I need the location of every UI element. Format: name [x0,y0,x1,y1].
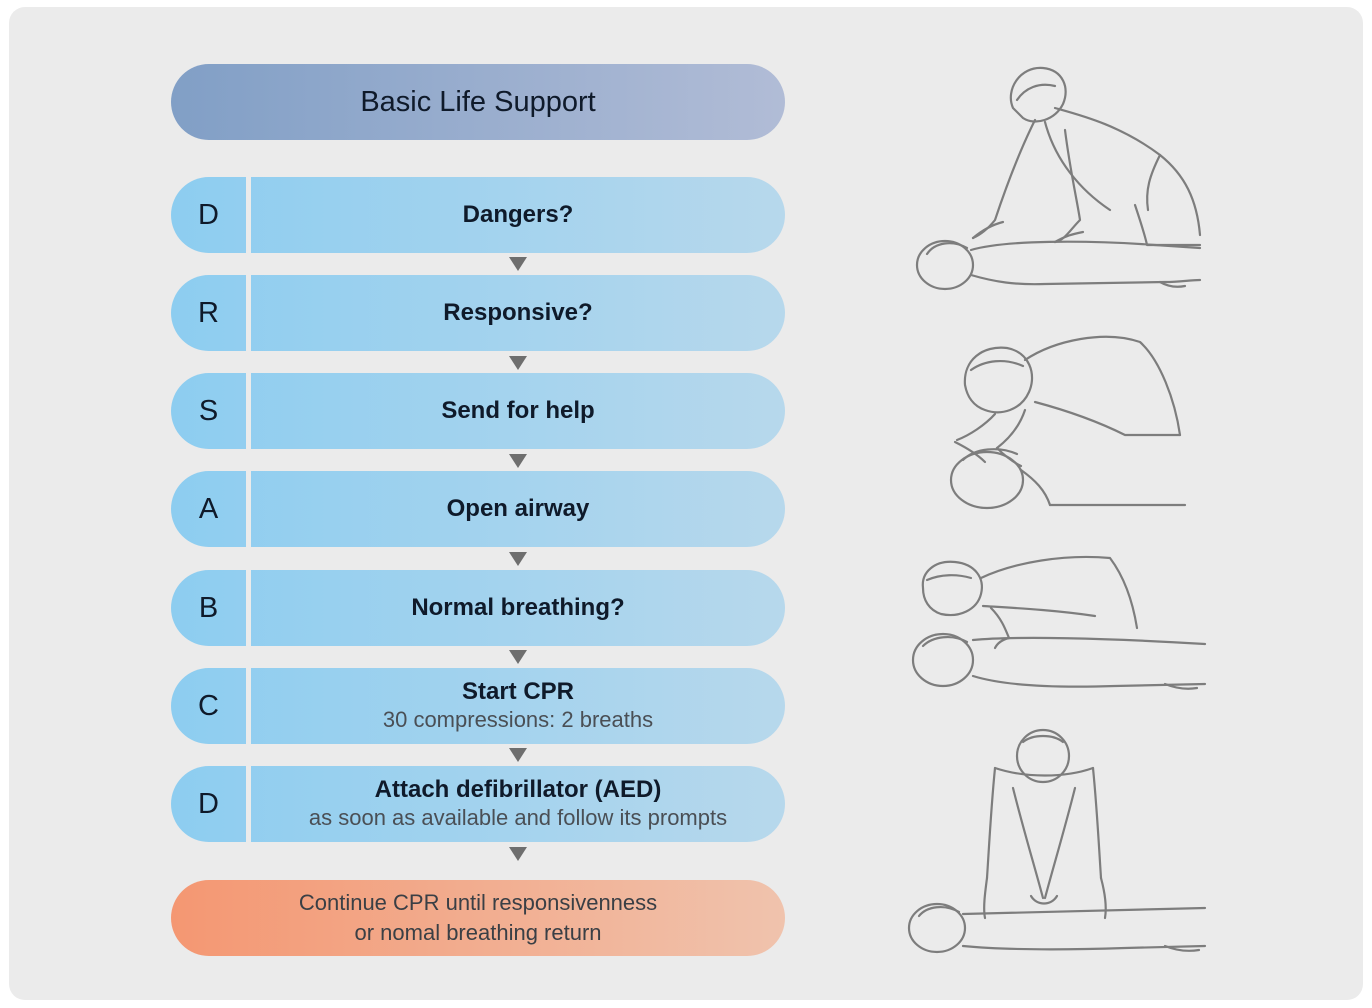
step-content: Start CPR 30 compressions: 2 breaths [251,668,785,744]
step-content: Responsive? [251,275,785,351]
step-letter: B [171,570,246,646]
step-label: Start CPR [462,678,574,706]
continue-line-2: or nomal breathing return [354,918,601,948]
opening-airway-icon [925,330,1195,515]
step-letter: S [171,373,246,449]
checking-danger-icon [905,60,1205,300]
step-letter: A [171,471,246,547]
step-open-airway: A Open airway [171,471,785,547]
arrow-down-icon [509,847,527,861]
arrow-down-icon [509,650,527,664]
step-label: Dangers? [463,201,574,229]
step-content: Dangers? [251,177,785,253]
step-letter: D [171,766,246,842]
step-content: Attach defibrillator (AED) as soon as av… [251,766,785,842]
page-title: Basic Life Support [171,64,785,140]
step-letter: R [171,275,246,351]
step-start-cpr: C Start CPR 30 compressions: 2 breaths [171,668,785,744]
arrow-down-icon [509,748,527,762]
step-attach-defibrillator: D Attach defibrillator (AED) as soon as … [171,766,785,842]
arrow-down-icon [509,552,527,566]
step-label: Normal breathing? [411,594,624,622]
step-sublabel: as soon as available and follow its prom… [309,804,727,832]
step-dangers: D Dangers? [171,177,785,253]
step-label: Responsive? [443,299,592,327]
chest-compression-icon [905,728,1210,963]
step-label: Attach defibrillator (AED) [375,776,662,804]
arrow-down-icon [509,454,527,468]
continue-cpr-note: Continue CPR until responsivenness or no… [171,880,785,956]
step-label: Send for help [441,397,594,425]
step-normal-breathing: B Normal breathing? [171,570,785,646]
continue-line-1: Continue CPR until responsivenness [299,888,657,918]
step-label: Open airway [447,495,590,523]
arrow-down-icon [509,356,527,370]
title-text: Basic Life Support [360,86,595,119]
step-letter: C [171,668,246,744]
arrow-down-icon [509,257,527,271]
checking-breathing-icon [905,548,1210,698]
step-sublabel: 30 compressions: 2 breaths [383,706,653,734]
step-content: Open airway [251,471,785,547]
step-send-for-help: S Send for help [171,373,785,449]
step-letter: D [171,177,246,253]
step-content: Send for help [251,373,785,449]
step-content: Normal breathing? [251,570,785,646]
step-responsive: R Responsive? [171,275,785,351]
